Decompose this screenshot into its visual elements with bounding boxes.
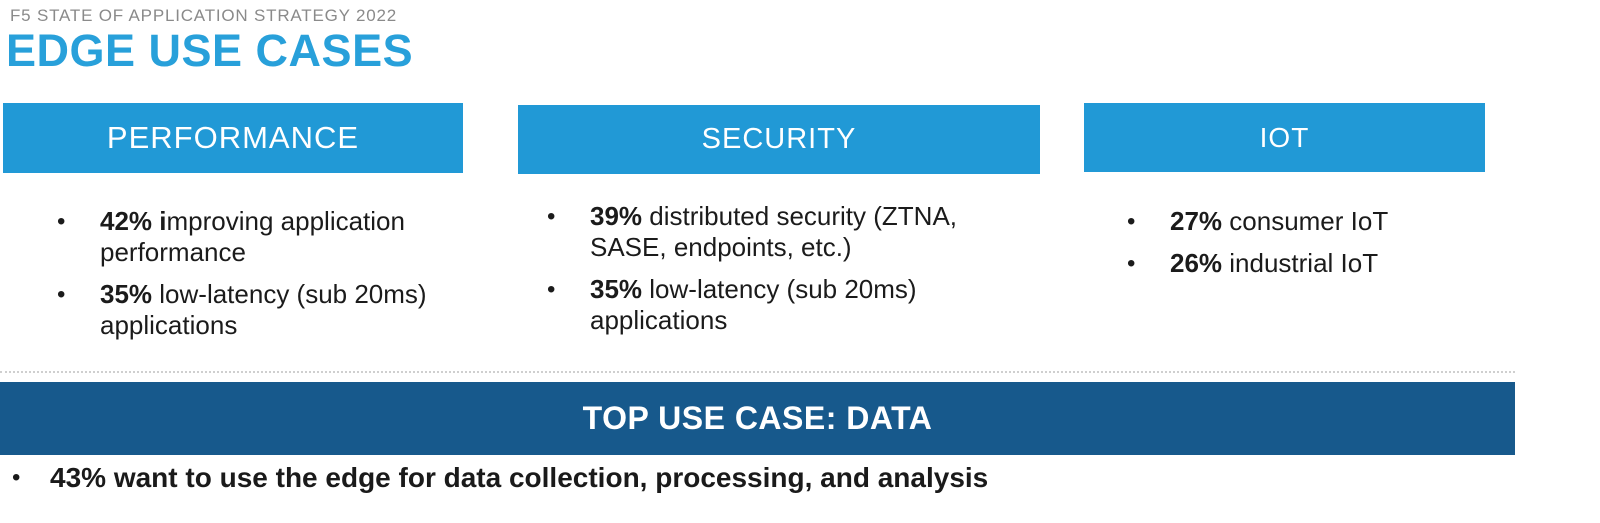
security-bullet-1-rest: distributed security (ZTNA, SASE, endpoi… (590, 201, 958, 262)
performance-bullet-1-rest: mproving application performance (100, 206, 405, 267)
security-header-label: SECURITY (701, 123, 857, 155)
performance-bullet-list: • 42% improving application performance … (57, 206, 447, 352)
page-title: EDGE USE CASES (6, 25, 414, 76)
security-bullet-2: • 35% low-latency (sub 20ms) application… (547, 274, 972, 336)
security-header-bar: SECURITY (518, 105, 1040, 174)
performance-bullet-2-stat: 35% (100, 279, 153, 309)
iot-bullet-2-rest: industrial IoT (1222, 248, 1379, 278)
footer-bullet: • 43% want to use the edge for data coll… (12, 461, 1572, 494)
bullet-dot: • (57, 281, 66, 308)
performance-bullet-2: • 35% low-latency (sub 20ms) application… (57, 279, 447, 341)
iot-header-bar: IOT (1084, 103, 1485, 172)
bullet-dot: • (57, 208, 66, 235)
performance-bullet-1-text: 42% improving application performance (100, 206, 447, 268)
iot-bullet-1-stat: 27% (1170, 206, 1223, 236)
iot-bullet-2: • 26% industrial IoT (1127, 248, 1507, 279)
security-bullet-2-stat: 35% (590, 274, 643, 304)
performance-bullet-1: • 42% improving application performance (57, 206, 447, 268)
footer-bullet-text: 43% want to use the edge for data collec… (50, 462, 989, 493)
bullet-dot: • (547, 203, 556, 230)
iot-bullet-2-text: 26% industrial IoT (1170, 248, 1378, 279)
iot-bullet-1-rest: consumer IoT (1222, 206, 1389, 236)
top-use-case-banner-label: TOP USE CASE: DATA (582, 400, 933, 436)
bullet-dot: • (1127, 250, 1136, 277)
security-bullet-2-text: 35% low-latency (sub 20ms) applications (590, 274, 972, 336)
performance-bullet-1-stat: 42% i (100, 206, 167, 236)
eyebrow-text: F5 STATE OF APPLICATION STRATEGY 2022 (10, 6, 398, 25)
iot-bullet-2-stat: 26% (1170, 248, 1223, 278)
security-bullet-1-stat: 39% (590, 201, 643, 231)
bullet-dot: • (12, 464, 21, 491)
bullet-dot: • (1127, 208, 1136, 235)
security-bullet-1-text: 39% distributed security (ZTNA, SASE, en… (590, 201, 972, 263)
security-bullet-2-rest: low-latency (sub 20ms) applications (590, 274, 917, 335)
security-bullet-list: • 39% distributed security (ZTNA, SASE, … (547, 201, 972, 347)
iot-bullet-1-text: 27% consumer IoT (1170, 206, 1388, 237)
iot-header-label: IOT (1259, 121, 1310, 153)
iot-bullet-list: • 27% consumer IoT • 26% industrial IoT (1127, 206, 1507, 290)
top-use-case-banner: TOP USE CASE: DATA (0, 382, 1515, 455)
performance-header-bar: PERFORMANCE (3, 103, 463, 173)
divider-dotted-line (0, 371, 1515, 373)
iot-bullet-1: • 27% consumer IoT (1127, 206, 1507, 237)
bullet-dot: • (547, 276, 556, 303)
performance-bullet-2-rest: low-latency (sub 20ms) applications (100, 279, 427, 340)
security-bullet-1: • 39% distributed security (ZTNA, SASE, … (547, 201, 972, 263)
performance-bullet-2-text: 35% low-latency (sub 20ms) applications (100, 279, 447, 341)
performance-header-label: PERFORMANCE (106, 120, 360, 155)
